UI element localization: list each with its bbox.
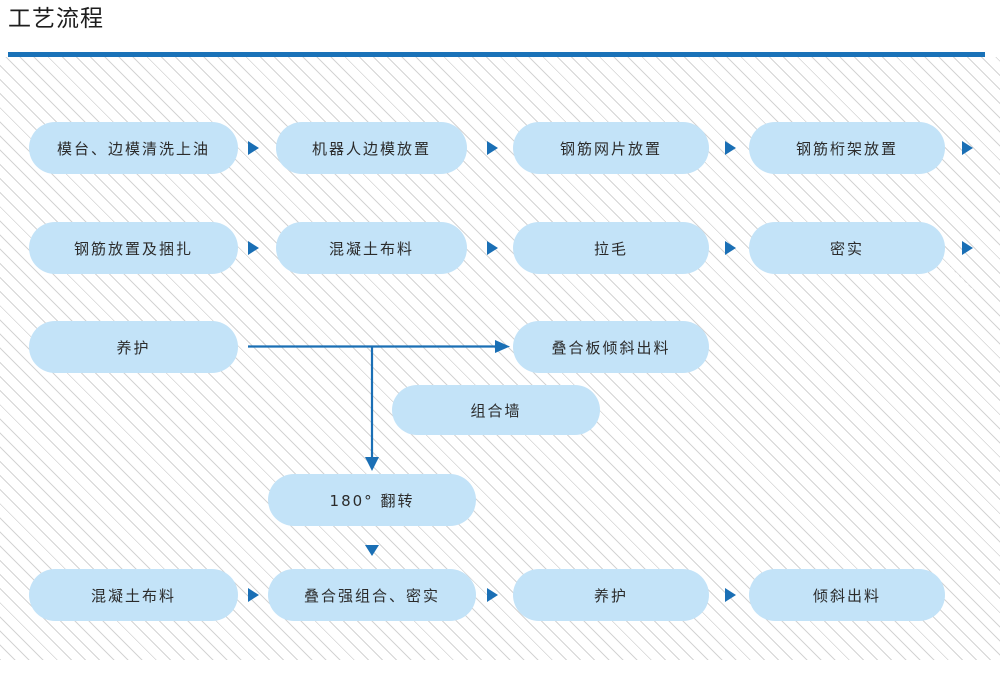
flow-arrow-r1n2-to-r1n3	[487, 141, 498, 155]
flow-node-r2n2[interactable]: 混凝土布料	[276, 222, 467, 274]
flow-node-r6n4[interactable]: 倾斜出料	[749, 569, 945, 621]
flow-node-r6n3[interactable]: 养护	[513, 569, 709, 621]
page-title: 工艺流程	[8, 6, 104, 32]
title-underline-rule	[8, 52, 985, 57]
flow-node-r2n4[interactable]: 密实	[749, 222, 945, 274]
flow-node-r1n4[interactable]: 钢筋桁架放置	[749, 122, 945, 174]
flow-arrow-r2n2-to-r2n3	[487, 241, 498, 255]
flow-arrow-r6n1-to-r6n2	[248, 588, 259, 602]
flow-arrow-r2n4-wrap	[962, 241, 973, 255]
flow-node-r3n2[interactable]: 叠合板倾斜出料	[513, 321, 709, 373]
flow-arrow-r2n1-to-r2n2	[248, 241, 259, 255]
flow-arrow-r1n1-to-r1n2	[248, 141, 259, 155]
flow-node-r1n1[interactable]: 模台、边模清洗上油	[29, 122, 238, 174]
flow-node-r1n3[interactable]: 钢筋网片放置	[513, 122, 709, 174]
flow-node-r2n3[interactable]: 拉毛	[513, 222, 709, 274]
flow-arrow-r6n3-to-r6n4	[725, 588, 736, 602]
flow-node-r3n1[interactable]: 养护	[29, 321, 238, 373]
flow-arrow-r2n3-to-r2n4	[725, 241, 736, 255]
flow-arrow-r6n2-to-r6n3	[487, 588, 498, 602]
flow-node-r6n1[interactable]: 混凝土布料	[29, 569, 238, 621]
flow-arrow-r1n3-to-r1n4	[725, 141, 736, 155]
flow-node-r1n2[interactable]: 机器人边模放置	[276, 122, 467, 174]
flow-node-r4n1[interactable]: 组合墙	[392, 385, 600, 435]
flow-arrow-r1n4-wrap	[962, 141, 973, 155]
flow-node-r6n2[interactable]: 叠合强组合、密实	[268, 569, 476, 621]
flow-node-r2n1[interactable]: 钢筋放置及捆扎	[29, 222, 238, 274]
flow-arrow-r5n1-to-r6n1	[365, 545, 379, 556]
flow-node-r5n1[interactable]: 180° 翻转	[268, 474, 476, 526]
